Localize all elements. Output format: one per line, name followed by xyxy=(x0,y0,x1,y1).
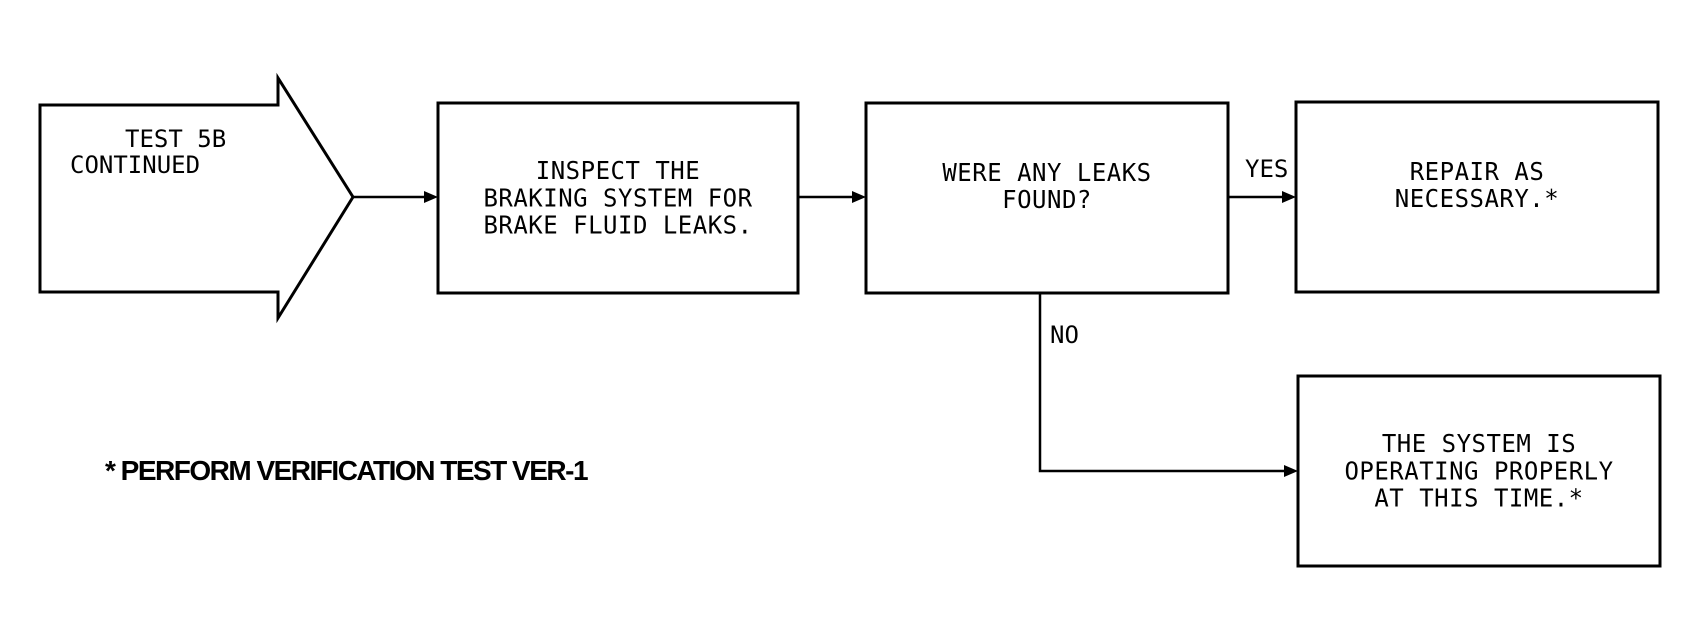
question-box xyxy=(864,101,1230,295)
inspect-step-text: INSPECT THE BRAKING SYSTEM FOR BRAKE FLU… xyxy=(483,156,753,240)
entry-arrow-shape xyxy=(38,72,355,324)
connector-no xyxy=(1038,293,1288,473)
entry-label: TEST 5B CONTINUED xyxy=(70,126,270,178)
arrowhead-repair xyxy=(1282,191,1296,203)
entry-label-line2: CONTINUED xyxy=(70,151,201,179)
inspect-box xyxy=(436,101,800,295)
repair-box xyxy=(1294,100,1660,294)
operating-step-text: THE SYSTEM IS OPERATING PROPERLY AT THIS… xyxy=(1344,429,1614,513)
arrowhead-inspect xyxy=(424,191,438,203)
arrowhead-operating xyxy=(1284,465,1298,477)
verification-footnote: * PERFORM VERIFICATION TEST VER-1 xyxy=(105,455,589,486)
operating-box xyxy=(1296,374,1662,568)
no-branch-label: NO xyxy=(1050,321,1079,349)
question-step-text: WERE ANY LEAKS FOUND? xyxy=(942,157,1152,215)
repair-step-text: REPAIR AS NECESSARY.* xyxy=(1394,156,1560,214)
entry-label-line1: TEST 5B xyxy=(125,125,227,153)
yes-branch-label: YES xyxy=(1245,155,1289,183)
arrowhead-question xyxy=(852,191,866,203)
